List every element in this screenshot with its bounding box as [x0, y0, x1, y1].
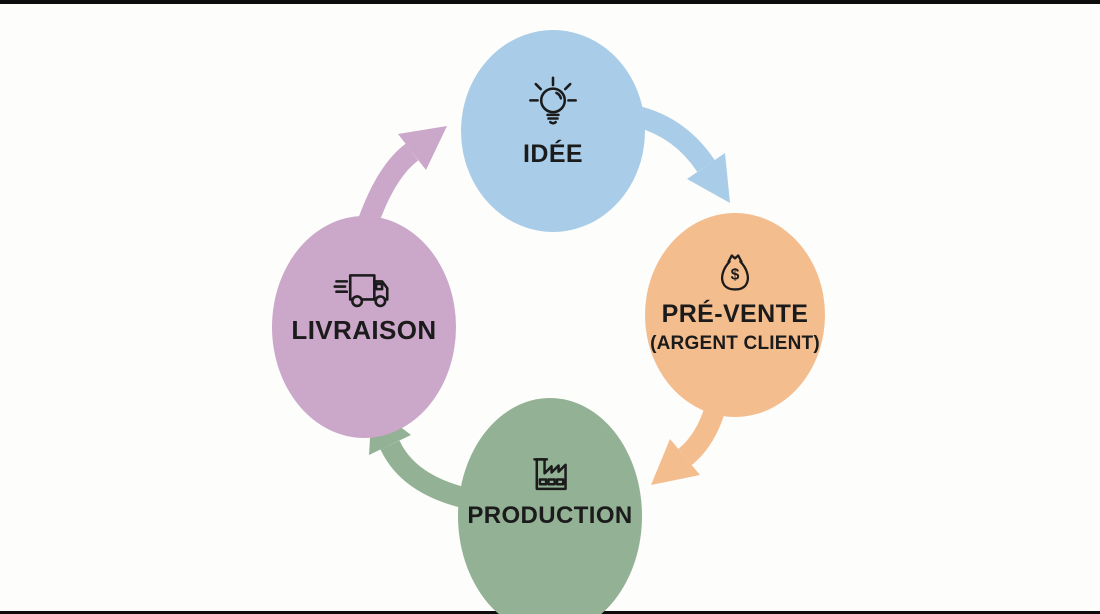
arrowhead: [398, 126, 447, 170]
letterbox-top-bar: [0, 0, 1100, 4]
truck-icon: [333, 270, 395, 310]
node-livraison: LIVRAISON: [272, 216, 456, 438]
arrow-shaft: [380, 440, 468, 509]
node-label: LIVRAISON: [291, 315, 437, 346]
node-idee: IDÉE: [461, 30, 645, 232]
lightbulb-icon: [524, 75, 582, 133]
arrowhead: [651, 439, 700, 485]
factory-icon: [525, 450, 575, 492]
money-bag-icon: $: [715, 250, 755, 296]
node-label: PRODUCTION: [467, 502, 633, 530]
node-production: PRODUCTION: [458, 398, 642, 614]
node-prevente: $ PRÉ-VENTE (ARGENT CLIENT): [645, 213, 825, 417]
node-label: IDÉE: [523, 140, 583, 169]
dollar-sign: $: [731, 267, 740, 284]
node-sublabel: (ARGENT CLIENT): [650, 332, 820, 354]
node-label: PRÉ-VENTE: [661, 300, 809, 329]
arrowhead: [687, 153, 730, 203]
arrow-livraison-to-idee: [356, 126, 447, 232]
